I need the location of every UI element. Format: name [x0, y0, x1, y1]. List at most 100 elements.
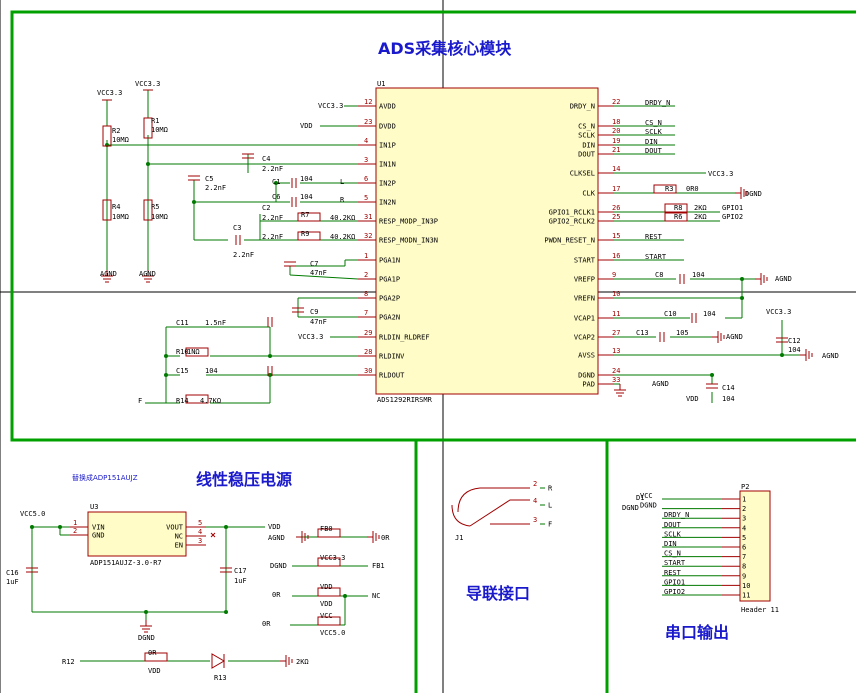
net-label: 10MΩ — [112, 213, 129, 221]
net-labels: VCC3.3VCC3.3R210MΩR110MΩR410MΩR510MΩAGND… — [6, 80, 839, 682]
u1-pin-name: DRDY_N — [570, 103, 595, 111]
net-label: GPIO2 — [722, 213, 743, 221]
u1-pin-number: 19 — [612, 137, 620, 145]
net-label: VCC3.3 — [298, 333, 323, 341]
net-label: R7 — [301, 211, 309, 219]
capacitor — [267, 366, 273, 376]
net-label: C12 — [788, 337, 801, 345]
u1-pin-name: IN2P — [379, 180, 396, 188]
u1-pin-number: 24 — [612, 367, 620, 375]
u3-pin-number: 2 — [73, 527, 77, 535]
capacitor — [220, 567, 232, 573]
net-label: 104 — [300, 175, 313, 183]
p2-pin-number: 9 — [742, 572, 746, 580]
u1-pin-number: 12 — [364, 98, 372, 106]
net-label: 40.2KΩ — [330, 233, 355, 241]
u1-pin-name: VCAP1 — [574, 315, 595, 323]
net-label: VDD — [148, 667, 161, 675]
net-label: R4 — [112, 203, 120, 211]
u1-pin-name: IN1N — [379, 161, 396, 169]
capacitor — [659, 332, 665, 342]
net-label: 104 — [300, 193, 313, 201]
u1-pin-name: CLKSEL — [570, 170, 595, 178]
capacitor — [776, 337, 788, 343]
junction-dot — [343, 594, 347, 598]
u3-value: ADP151AUJZ-3.0-R7 — [90, 559, 162, 567]
ground-symbol — [142, 270, 154, 283]
p2-pin-number: 1 — [742, 496, 746, 504]
u1-pin-name: PGA2N — [379, 314, 400, 322]
nc-marker — [210, 532, 216, 538]
resistor — [317, 587, 341, 597]
ground-symbol — [800, 349, 813, 361]
ground-symbol — [712, 331, 725, 343]
net-label: R10 — [176, 348, 189, 356]
capacitor — [267, 317, 273, 327]
ground-symbol — [614, 384, 626, 397]
u1-pin-number: 33 — [612, 376, 620, 384]
u3-pin-number: 5 — [198, 519, 202, 527]
u1-pin-name: VREFP — [574, 276, 595, 284]
net-label: C10 — [664, 310, 677, 318]
capacitor — [188, 175, 200, 181]
net-label: R13 — [214, 674, 227, 682]
u1-pin-name: CS_N — [578, 123, 595, 131]
net-label: DGND — [270, 562, 287, 570]
u1-pin-number: 14 — [612, 165, 620, 173]
net-label: AGND — [822, 352, 839, 360]
net-label: VDD — [686, 395, 699, 403]
net-label: C3 — [233, 224, 241, 232]
net-label: 10MΩ — [151, 213, 168, 221]
net-label: VCC3.3 — [708, 170, 733, 178]
resistor — [317, 616, 341, 626]
net-label: C9 — [310, 308, 318, 316]
net-label: 105 — [676, 329, 689, 337]
junction-dot — [224, 525, 228, 529]
u1-right-pins: DRDY_N22CS_N18SCLK20DIN19DOUT21CLKSEL14C… — [544, 98, 620, 389]
net-label: AGND — [139, 270, 156, 278]
u1-ref: U1 — [377, 80, 385, 88]
u1-pin-name: PGA1N — [379, 257, 400, 265]
capacitor — [679, 274, 685, 284]
junction-dot — [192, 200, 196, 204]
u1-pin-name: DOUT — [578, 151, 596, 159]
j1-pin-number: 2 — [533, 480, 537, 488]
junction-dot — [30, 525, 34, 529]
u1-pin-name: AVSS — [578, 352, 595, 360]
resistor — [102, 199, 112, 221]
p2-net-label: GPIO1 — [664, 578, 685, 586]
u1-pin-number: 20 — [612, 127, 620, 135]
ground-symbol — [735, 187, 748, 199]
j1-ref: J1 — [455, 534, 463, 542]
u1-pin-number: 27 — [612, 329, 620, 337]
u1-pin-number: 29 — [364, 329, 372, 337]
u1-pin-name: RESP_MODN_IN3N — [379, 237, 438, 245]
net-label: AGND — [775, 275, 792, 283]
resistor — [317, 557, 341, 567]
net-label: F — [138, 397, 142, 405]
u1-pin-number: 3 — [364, 156, 368, 164]
p2-pin-number: 6 — [742, 544, 746, 552]
net-label: VDD — [300, 122, 313, 130]
net-label: 2.2nF — [262, 233, 283, 241]
net-label: VCC3.3 — [135, 80, 160, 88]
capacitor — [284, 261, 296, 267]
u1-pin-number: 15 — [612, 232, 620, 240]
net-label: DGND — [745, 190, 762, 198]
net-label: 2KΩ — [694, 204, 707, 212]
u1-pin-name: DVDD — [379, 123, 396, 131]
net-label: 1NΩ — [187, 348, 200, 356]
p2-pin-number: 11 — [742, 592, 750, 600]
net-label: VDD — [320, 600, 333, 608]
net-label: 10MΩ — [151, 126, 168, 134]
title-ads-module: ADS采集核心模块 — [378, 39, 512, 58]
u1-pin-number: 30 — [364, 367, 372, 375]
u1-pin-number: 18 — [612, 118, 620, 126]
j1-net-label: L — [548, 502, 552, 510]
resistor — [185, 394, 209, 404]
resistor — [297, 212, 321, 222]
u1-pin-number: 8 — [364, 290, 368, 298]
net-label: 2.2nF — [233, 251, 254, 259]
p2-net-label: VCC — [640, 492, 653, 500]
